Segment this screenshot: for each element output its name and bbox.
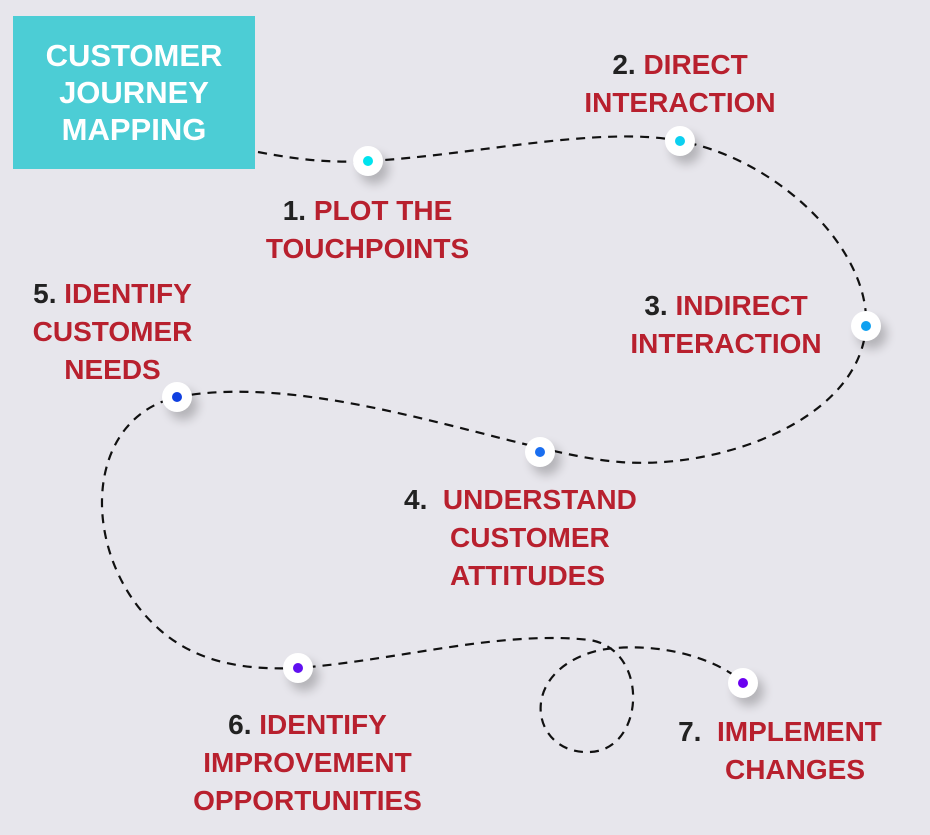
step-6-dot (293, 663, 303, 673)
step-5-marker (162, 382, 192, 412)
step-7-marker (728, 668, 758, 698)
step-4-dot (535, 447, 545, 457)
step-1-dot (363, 156, 373, 166)
step-5-dot (172, 392, 182, 402)
title-line: MAPPING (61, 112, 207, 147)
step-3-marker (851, 311, 881, 341)
title-line: CUSTOMER (45, 38, 223, 73)
step-3-dot (861, 321, 871, 331)
step-2-marker (665, 126, 695, 156)
title-line: JOURNEY (59, 75, 209, 110)
step-6-marker (283, 653, 313, 683)
step-7-dot (738, 678, 748, 688)
step-2-dot (675, 136, 685, 146)
step-4-marker (525, 437, 555, 467)
title-box: CUSTOMER JOURNEY MAPPING (13, 16, 255, 169)
step-1-marker (353, 146, 383, 176)
